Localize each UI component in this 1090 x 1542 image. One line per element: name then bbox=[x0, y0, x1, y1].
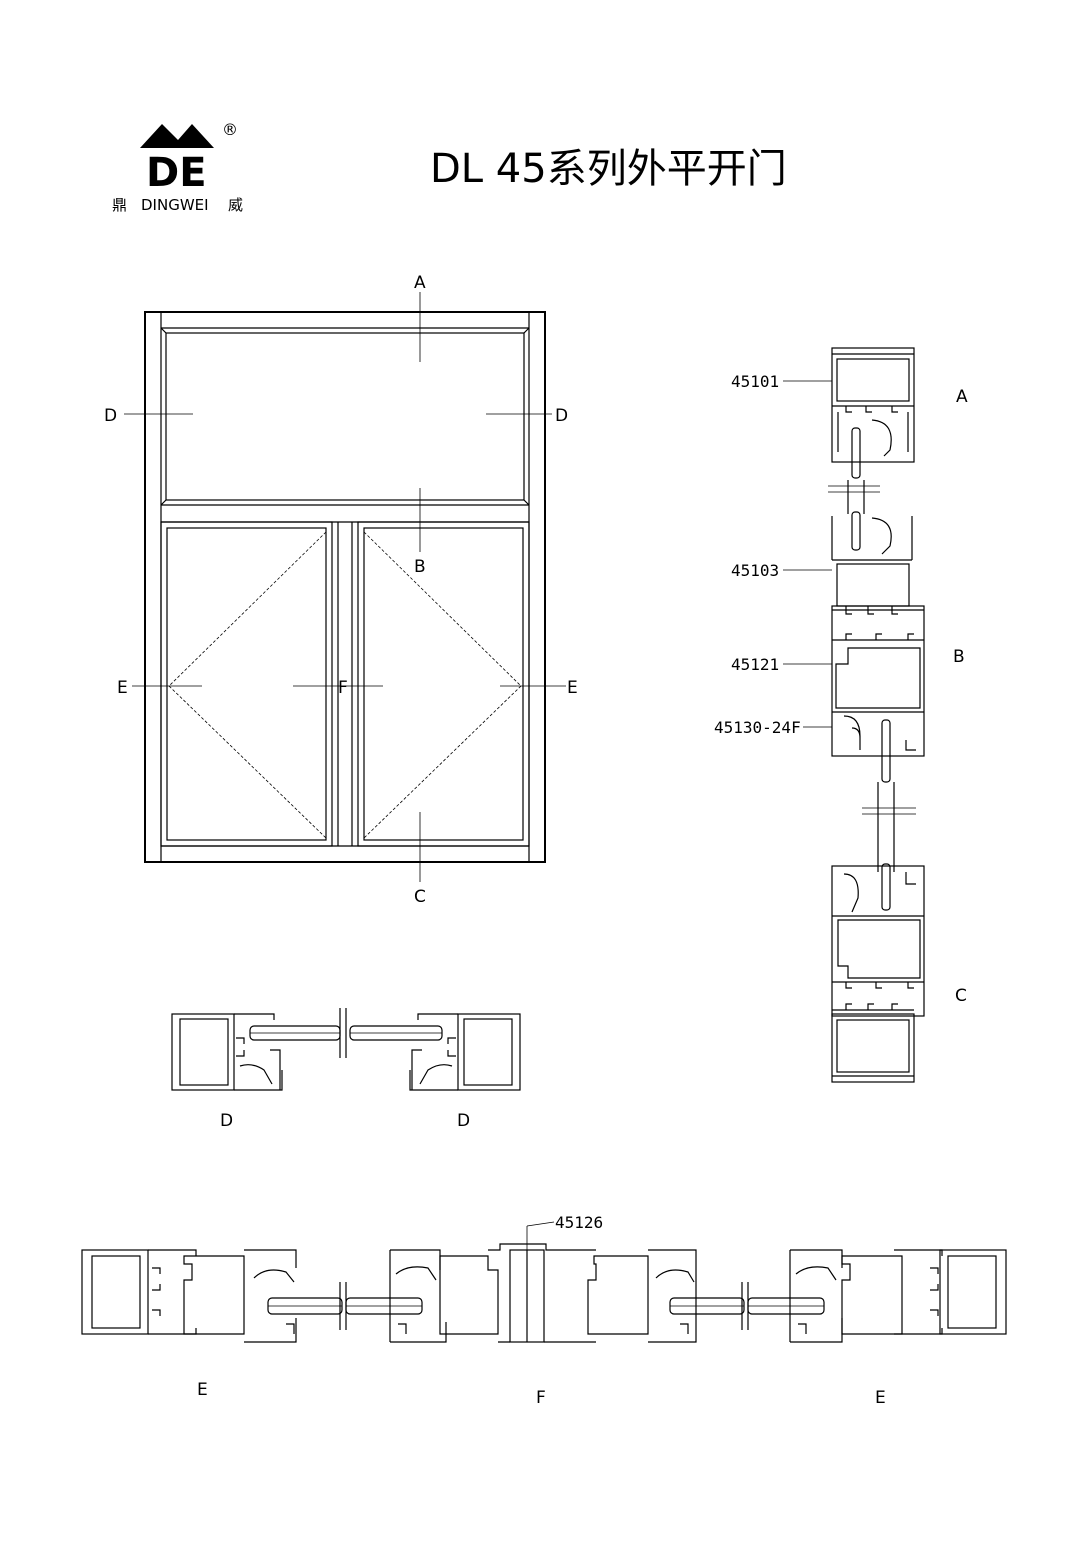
logo-brand-name: DINGWEI bbox=[141, 196, 209, 214]
elevation-label-c: C bbox=[414, 887, 426, 907]
horizontal-section-d: D D bbox=[171, 1008, 521, 1131]
section-e-label-right: E bbox=[875, 1388, 886, 1408]
elevation-label-d-left: D bbox=[104, 406, 117, 426]
part-label-45126: 45126 bbox=[555, 1213, 603, 1232]
profile-head-frame bbox=[831, 347, 915, 479]
logo-right-char: 威 bbox=[228, 196, 243, 214]
section-e-label-left: E bbox=[197, 1380, 208, 1400]
part-label-45101: 45101 bbox=[731, 372, 779, 391]
section-label-a: A bbox=[956, 387, 968, 407]
section-label-b: B bbox=[953, 647, 965, 667]
profile-sill bbox=[831, 863, 925, 1083]
elevation-label-a: A bbox=[414, 273, 426, 293]
vertical-section: 45101 45103 45121 45130-24F A B C bbox=[714, 347, 968, 1083]
elevation-label-b: B bbox=[414, 557, 426, 577]
glass-break-bottom bbox=[862, 782, 916, 872]
logo-left-char: 鼎 bbox=[112, 196, 127, 214]
elevation-section-marks: A B C D D E F E bbox=[104, 273, 578, 907]
brand-logo: DE ® 鼎 DINGWEI 威 bbox=[112, 120, 243, 214]
part-label-45103: 45103 bbox=[731, 561, 779, 580]
part-label-45121: 45121 bbox=[731, 655, 779, 674]
logo-mountain-icon bbox=[140, 124, 214, 148]
page-title: DL 45系列外平开门 bbox=[430, 146, 787, 192]
part-label-45130-24f: 45130-24F bbox=[714, 718, 801, 737]
logo-registered: ® bbox=[222, 120, 238, 139]
section-d-label-left: D bbox=[220, 1111, 233, 1131]
horizontal-section-ef: 45126 E F E bbox=[81, 1213, 1007, 1408]
profile-transom bbox=[831, 511, 925, 783]
section-d-label-right: D bbox=[457, 1111, 470, 1131]
glass-break-top bbox=[828, 480, 880, 514]
door-elevation bbox=[144, 311, 546, 863]
elevation-label-f: F bbox=[338, 678, 348, 698]
section-f-label: F bbox=[536, 1388, 546, 1408]
logo-mark: DE bbox=[146, 150, 207, 196]
elevation-label-d-right: D bbox=[555, 406, 568, 426]
elevation-label-e-right: E bbox=[567, 678, 578, 698]
section-label-c: C bbox=[955, 986, 967, 1006]
elevation-label-e-left: E bbox=[117, 678, 128, 698]
